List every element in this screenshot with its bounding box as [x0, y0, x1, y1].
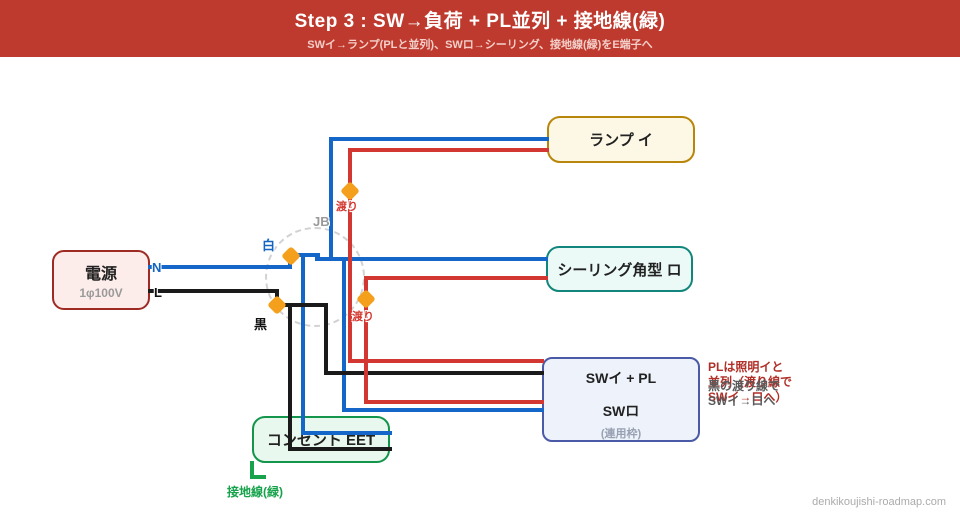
outlet-box: コンセント EET — [252, 416, 390, 463]
switch-frame-label: (連用枠) — [600, 428, 642, 440]
junction-box-area — [265, 227, 365, 327]
annotation-gray: 黒の渡り線で SWイ→ロへ — [708, 379, 838, 409]
wire-segment-switched-red — [364, 400, 544, 404]
power-source-box: 電源 1φ100V — [52, 250, 150, 310]
site-watermark: denkikoujishi-roadmap.com — [812, 496, 946, 508]
step-header: Step 3 : SW→負荷 + PL並列 + 接地線(緑) SWイ→ランプ(P… — [0, 0, 960, 57]
switch-a-label: SWイ + PL — [585, 370, 657, 386]
wire-segment-live-black — [324, 371, 544, 375]
annotation-gray-line: SWイ→ロへ — [708, 394, 776, 408]
page-title: Step 3 : SW→負荷 + PL並列 + 接地線(緑) — [294, 10, 666, 32]
wire-segment-switched-red — [348, 359, 544, 363]
annotation-red-line: 並列（渡り線で — [708, 375, 793, 389]
wire-label-white: 白 — [262, 238, 276, 253]
annotation-red-line: PLは照明イと — [708, 360, 784, 374]
wire-segment-neutral-blue — [329, 137, 549, 141]
wire-segment-neutral-blue — [342, 408, 544, 412]
wire-segment-ground-green — [250, 461, 254, 479]
ground-wire-label: 接地線(緑) — [227, 485, 283, 499]
junction-box-label: JB — [313, 214, 330, 229]
crossover-label-2: 渡り — [352, 311, 374, 323]
wire-segment-live-black — [148, 289, 279, 293]
wire-label-live: L — [154, 285, 162, 300]
wire-label-black: 黒 — [254, 317, 268, 332]
crossover-label-1: 渡り — [336, 201, 358, 213]
wire-label-neutral: N — [152, 260, 162, 275]
annotation-red: PLは照明イと 並列（渡り線で SWイ→ロへ） — [708, 360, 838, 405]
switch-b-label: SWロ — [602, 403, 640, 419]
wire-segment-switched-red — [364, 276, 368, 404]
power-source-label: 電源 — [84, 266, 117, 283]
ceiling-light-label: シーリング角型 ロ — [557, 261, 682, 279]
lamp-box: ランプ イ — [547, 116, 695, 163]
annotation-gray-line: 黒の渡り線で — [708, 379, 781, 393]
annotation-red-line: SWイ→ロへ） — [708, 390, 788, 404]
wire-segment-ground-green — [250, 475, 266, 479]
switch-box: SWイ + PL SWロ (連用枠) — [542, 357, 700, 442]
lamp-label: ランプ イ — [589, 132, 653, 149]
wire-segment-switched-red — [364, 276, 548, 280]
outlet-label: コンセント EET — [266, 432, 376, 449]
ceiling-light-box: シーリング角型 ロ — [546, 246, 693, 292]
power-voltage-label: 1φ100V — [79, 286, 123, 300]
page-subtitle: SWイ→ランプ(PLと並列)、SWロ→シーリング、接地線(緑)をE端子へ — [307, 38, 653, 51]
wire-segment-switched-red — [348, 148, 549, 152]
